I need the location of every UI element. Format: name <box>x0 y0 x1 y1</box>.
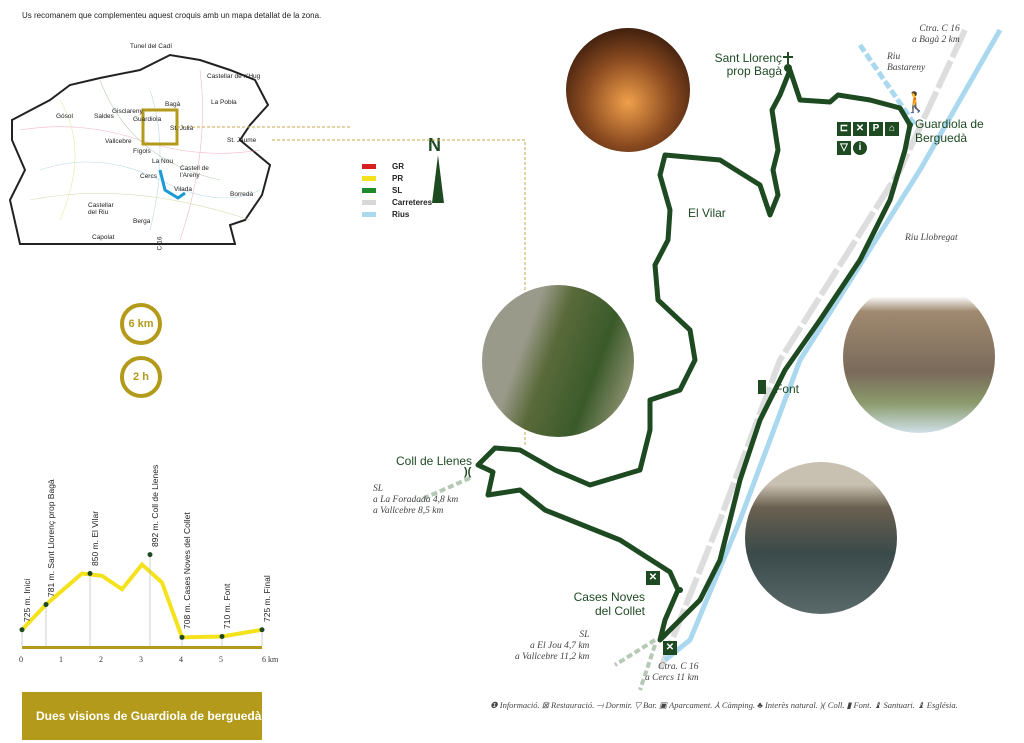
x-tick-label: 4 <box>179 655 183 664</box>
restaurant-icon: ✕ <box>853 122 867 136</box>
legend-roads: Carreteres <box>392 197 433 207</box>
note-ctra-north: Ctra. C 16 a Bagà 2 km <box>912 24 960 45</box>
x-tick-label: 3 <box>139 655 143 664</box>
sl-south-path <box>613 638 657 691</box>
label-coll-de-llenes: Coll de Llenes <box>396 454 473 468</box>
restaurant-icon: ✕ <box>663 641 677 655</box>
legend-rivers: Rius <box>392 209 410 219</box>
church-icon <box>783 52 793 64</box>
trail-route[interactable] <box>475 67 913 643</box>
waypoint-sant-llorenc[interactable] <box>784 64 792 72</box>
profile-point <box>19 627 25 633</box>
town-label: La Nou <box>152 158 173 165</box>
town-label: Gisclareny <box>112 108 143 115</box>
note-sl-west: SL a La Foradada 4,8 km a Vallcebre 8,5 … <box>373 484 459 516</box>
photo-rocky-path <box>482 285 634 437</box>
museum-icon: ⌂ <box>885 122 899 136</box>
sl-west-path <box>419 476 471 502</box>
town-label: Castellar de n'Hug <box>207 73 261 80</box>
time-badge: 2 h <box>120 356 162 398</box>
x-tick-label: 5 <box>219 655 223 664</box>
label-el-vilar: El Vilar <box>688 206 726 220</box>
label-sant-llorenc: Sant Llorenç prop Bagà <box>714 51 782 78</box>
intro-text: Us recomanem que complementeu aquest cro… <box>22 11 322 20</box>
town-label: Tunel del Cadí <box>130 43 173 50</box>
x-tick-label: 2 <box>99 655 103 664</box>
legend-sl: SL <box>392 185 403 195</box>
profile-point <box>147 552 153 558</box>
note-sl-south: SL a El Jou 4,7 km a Vallcebre 11,2 km <box>515 630 590 662</box>
town-label: Cercs <box>140 173 157 180</box>
river-bastareny <box>857 43 918 127</box>
page-title: Dues visions de Guardiola de berguedà <box>22 692 262 740</box>
x-tick-label: 1 <box>59 655 63 664</box>
note-riu-bastareny: Riu Bastareny <box>887 52 926 73</box>
profile-point <box>219 634 225 639</box>
river-llobregat <box>663 28 1003 662</box>
info-icon: i <box>853 141 867 155</box>
services-icons: ⊏✕P⌂ ▽i <box>836 118 900 156</box>
profile-point <box>259 627 265 633</box>
label-cases-noves: Cases Noves del Collet <box>573 590 645 618</box>
town-label: Borredà <box>230 191 254 198</box>
photo-river <box>745 462 897 614</box>
restaurant-icon: ✕ <box>646 571 660 585</box>
legend-pr: PR <box>392 173 404 183</box>
x-tick-label: 0 <box>19 655 23 664</box>
label-font: Font <box>775 382 800 396</box>
town-label: St. Jaume <box>227 137 257 144</box>
photo-stone-mill <box>843 281 995 433</box>
town-label: Guardiola <box>133 116 162 123</box>
overview-map <box>8 53 350 245</box>
waypoint-cases-noves[interactable] <box>677 587 683 593</box>
town-label: Capolat <box>92 234 115 241</box>
profile-line <box>20 561 263 640</box>
note-riu-llobregat: Riu Llobregat <box>905 233 958 243</box>
town-label: Fígols <box>133 148 151 155</box>
profile-point <box>43 602 49 608</box>
coll-icon: )( <box>464 466 472 478</box>
hiker-icon: 🚶 <box>903 92 928 114</box>
font-icon <box>758 380 766 394</box>
distance-badge: 6 km <box>120 303 162 345</box>
town-label: La Pobla <box>211 99 237 106</box>
town-label: Vilada <box>174 186 192 193</box>
parking-icon: P <box>869 122 883 136</box>
elevation-profile: 0 1 2 3 4 5 6 km <box>19 552 279 664</box>
town-label: Vallcebre <box>105 138 132 145</box>
photo-vaulted-cellar <box>566 28 690 152</box>
symbols-legend: ❶ Informació. ⊠ Restauració. ⟞ Dormir. ▽… <box>490 700 958 710</box>
road-c16 <box>657 28 968 672</box>
x-tick-label: 6 km <box>262 655 279 664</box>
town-label: Gósol <box>56 113 73 120</box>
profile-point <box>179 634 185 640</box>
north-arrow-icon <box>432 155 444 203</box>
waypoint-guardiola[interactable] <box>907 122 913 128</box>
town-label: Berga <box>133 218 151 225</box>
profile-axis <box>22 646 262 649</box>
town-label: St. Julià <box>170 125 194 132</box>
town-label: Castellar del Riu <box>88 202 114 216</box>
town-label: Saldes <box>94 113 114 120</box>
bar-icon: ▽ <box>837 141 851 155</box>
profile-point <box>87 571 93 576</box>
town-label: Castell de l'Areny <box>180 165 209 179</box>
label-guardiola: Guardiola de Berguedà <box>915 117 984 145</box>
zoom-connector <box>270 139 526 445</box>
bed-icon: ⊏ <box>837 122 851 136</box>
legend-gr: GR <box>392 161 404 171</box>
map-legend: GR PR SL Carreteres Rius <box>362 160 432 220</box>
town-label: Bagà <box>165 101 181 108</box>
note-ctra-south: Ctra. C 16 a Cercs 11 km <box>645 662 699 683</box>
